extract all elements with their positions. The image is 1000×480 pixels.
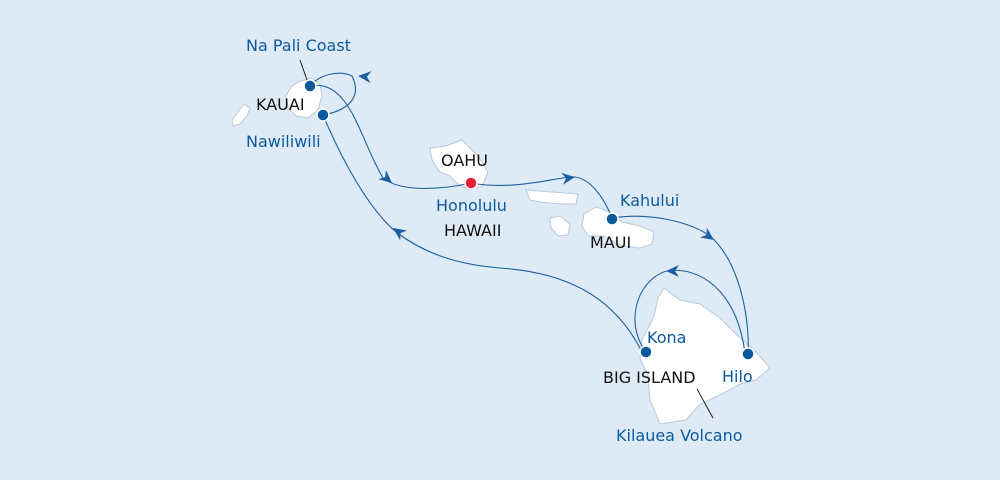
port-marker-na-pali[interactable] bbox=[303, 79, 317, 93]
island-niihau bbox=[231, 103, 251, 127]
route-arrow-icon bbox=[393, 228, 408, 241]
label-kona: Kona bbox=[647, 328, 686, 347]
label-kahului: Kahului bbox=[620, 191, 679, 210]
label-kilauea: Kilauea Volcano bbox=[616, 426, 743, 445]
label-nawiliwili: Nawiliwili bbox=[246, 132, 321, 151]
route-arrow-icon bbox=[358, 71, 372, 84]
port-marker-honolulu[interactable] bbox=[464, 176, 478, 190]
leader-line-na-pali bbox=[299, 59, 308, 81]
route-arrow-icon bbox=[666, 265, 679, 277]
port-marker-kona[interactable] bbox=[639, 345, 653, 359]
island-lanai bbox=[549, 215, 571, 237]
label-maui: MAUI bbox=[590, 233, 631, 252]
leader-line-kilauea bbox=[696, 388, 714, 419]
label-na-pali: Na Pali Coast bbox=[246, 36, 351, 55]
route-arrow-icon bbox=[378, 170, 392, 183]
route-arrow-icon bbox=[561, 172, 575, 185]
label-hilo: Hilo bbox=[722, 367, 753, 386]
island-big-island bbox=[639, 287, 771, 425]
port-marker-nawiliwili[interactable] bbox=[316, 108, 330, 122]
route-napali-honolulu bbox=[309, 84, 472, 189]
route-kona-nawiliwili bbox=[322, 114, 643, 353]
label-big-island: BIG ISLAND bbox=[603, 368, 696, 387]
label-hawaii: HAWAII bbox=[444, 221, 501, 240]
route-nawiliwili-napali-loop bbox=[309, 72, 357, 116]
port-marker-kahului[interactable] bbox=[605, 212, 619, 226]
route-arrow-icon bbox=[699, 227, 714, 240]
label-honolulu: Honolulu bbox=[436, 196, 507, 215]
island-molokai bbox=[525, 189, 579, 205]
label-kauai: KAUAI bbox=[256, 95, 305, 114]
label-oahu: OAHU bbox=[441, 151, 488, 170]
port-marker-hilo[interactable] bbox=[741, 347, 755, 361]
